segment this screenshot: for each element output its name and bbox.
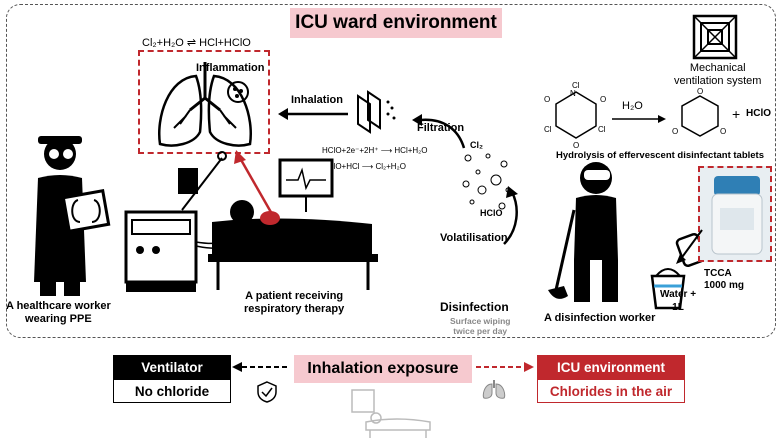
lungs-icon xyxy=(158,62,252,147)
page-title: ICU ward environment xyxy=(290,8,502,38)
lungs-small-icon xyxy=(482,380,506,399)
inhalation-arrow xyxy=(278,108,348,120)
ventilation-grille-icon xyxy=(692,14,738,60)
inhalation-label: Inhalation xyxy=(291,94,343,106)
hclo-label: HClO xyxy=(480,208,503,218)
filtration-label: Filtration xyxy=(417,122,465,134)
svg-text:O: O xyxy=(573,141,579,150)
tablet-bottle-icon xyxy=(711,176,763,255)
tablet-photo-box xyxy=(698,166,772,262)
lung-inflammation-box xyxy=(138,50,270,154)
zoom-arrow xyxy=(676,229,703,264)
volatilisation-arrow xyxy=(503,186,518,245)
patient-bed-scene xyxy=(124,151,378,292)
icu-frame xyxy=(6,4,776,338)
patient-label: A patient receiving respiratory therapy xyxy=(244,290,345,315)
shield-check-icon xyxy=(257,381,277,403)
ventilator-box: Ventilator xyxy=(113,355,231,379)
red-highlight-arrow xyxy=(234,150,274,215)
cyanuric-acid-icon: O O O xyxy=(672,87,726,137)
equilibrium-equation: Cl₂+H₂O ⇌ HCl+HClO xyxy=(142,37,251,49)
reduction-equation: HClO+2e⁻+2H⁺ ⟶ HCl+H₂O xyxy=(322,146,428,155)
tcca-structure-icon: Cl N Cl Cl O O O xyxy=(544,81,606,150)
inflammation-label: Inflammation xyxy=(196,62,265,74)
icu-environment-box: ICU environment xyxy=(537,355,685,379)
cl2-label: Cl₂ xyxy=(470,140,483,150)
healthcare-worker-label: A healthcare worker wearing PPE xyxy=(6,300,111,325)
plus-sign: + xyxy=(732,106,741,122)
svg-text:O: O xyxy=(720,127,726,136)
healthcare-worker-icon xyxy=(34,136,111,296)
svg-text:O: O xyxy=(544,95,550,104)
water-label: H₂O xyxy=(622,100,643,112)
svg-text:O: O xyxy=(600,95,606,104)
disinfection-worker-icon xyxy=(548,162,618,302)
surface-wiping-label: Surface wiping twice per day xyxy=(450,316,511,336)
right-dashed-arrow xyxy=(476,362,534,372)
formation-equation: HClO+HCl ⟶ Cl₂+H₂O xyxy=(322,162,406,171)
hydrolysis-arrow xyxy=(612,115,666,123)
svg-text:O: O xyxy=(672,127,678,136)
volatilisation-label: Volatilisation xyxy=(440,232,508,244)
svg-text:O: O xyxy=(697,87,703,96)
mechanical-ventilation-label: Mechanical ventilation system xyxy=(674,62,762,87)
water-amount-label: Water + 1L xyxy=(660,289,697,313)
chlorides-air-box: Chlorides in the air xyxy=(537,379,685,403)
patient-sketch-icon xyxy=(351,389,431,438)
left-dashed-arrow xyxy=(232,362,290,372)
no-chloride-box: No chloride xyxy=(113,379,231,403)
svg-text:N: N xyxy=(570,89,576,98)
svg-text:Cl: Cl xyxy=(598,125,606,134)
filter-icon xyxy=(357,90,396,134)
disinfection-worker-label: A disinfection worker xyxy=(544,312,656,324)
tcca-label: TCCA 1000 mg xyxy=(704,268,745,291)
disinfection-label: Disinfection xyxy=(440,300,509,314)
hclo-product-label: HClO xyxy=(746,108,771,119)
svg-text:Cl: Cl xyxy=(572,81,580,90)
svg-text:Cl: Cl xyxy=(544,125,552,134)
filtration-arrow xyxy=(412,114,466,149)
hydrolysis-label: Hydrolysis of effervescent disinfectant … xyxy=(556,150,765,161)
inhalation-exposure-box: Inhalation exposure xyxy=(294,355,472,383)
bucket-icon xyxy=(650,268,686,310)
